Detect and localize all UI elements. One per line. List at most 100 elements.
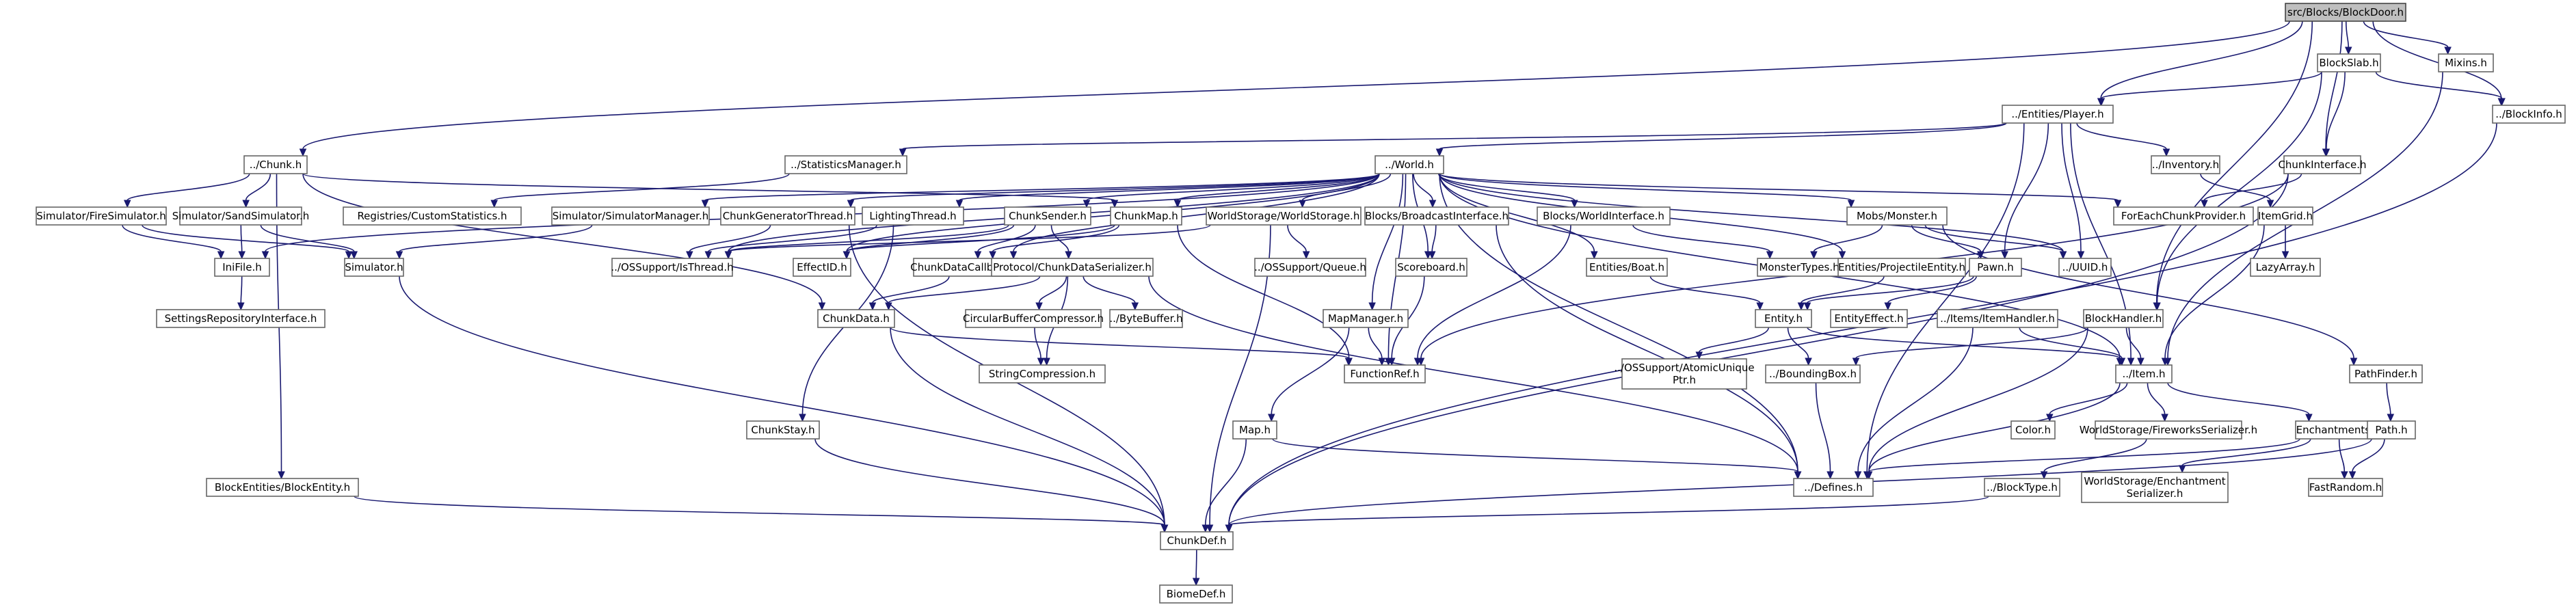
node-items-itemhandler-h[interactable]: ../Items/ItemHandler.h bbox=[1937, 309, 2058, 328]
edge-arrowhead bbox=[2040, 471, 2048, 480]
node-chunkstay-h[interactable]: ChunkStay.h bbox=[746, 420, 820, 440]
node-blockhandler-h[interactable]: BlockHandler.h bbox=[2083, 309, 2164, 328]
node-chunkmap-h[interactable]: ChunkMap.h bbox=[1110, 206, 1182, 226]
node-label: ../BoundingBox.h bbox=[1769, 368, 1857, 380]
edge-world-h-to-uuid-h bbox=[1439, 173, 2067, 260]
node-entities-boat-h[interactable]: Entities/Boat.h bbox=[1586, 258, 1668, 277]
node-mapmanager-h[interactable]: MapManager.h bbox=[1323, 309, 1409, 328]
edge-line bbox=[1924, 224, 2064, 252]
edge-chunk-h-to-simulator-sandsimulator-h bbox=[242, 173, 271, 208]
node-chunkdef-h[interactable]: ChunkDef.h bbox=[1160, 531, 1234, 550]
edge-line bbox=[1439, 173, 1595, 252]
edge-line bbox=[354, 496, 1165, 526]
node-ossupport-isthread-h[interactable]: ../OSSupport/IsThread.h bbox=[611, 258, 734, 277]
node-stringcompression-h[interactable]: StringCompression.h bbox=[979, 364, 1106, 383]
node-chunksender-h[interactable]: ChunkSender.h bbox=[1004, 206, 1091, 226]
edge-arrowhead bbox=[1435, 148, 1444, 157]
node-functionref-h[interactable]: FunctionRef.h bbox=[1344, 364, 1426, 383]
edge-arrowhead bbox=[1378, 358, 1386, 366]
node-fastrandom-h[interactable]: FastRandom.h bbox=[2308, 478, 2383, 497]
node-box bbox=[343, 206, 522, 226]
edge-arrowhead bbox=[2305, 414, 2313, 422]
edge-item-h-to-color-h bbox=[2046, 382, 2128, 422]
node-blocks-broadcastinterface-h[interactable]: Blocks/BroadcastInterface.h bbox=[1364, 206, 1509, 226]
node-pathfinder-h[interactable]: PathFinder.h bbox=[2349, 364, 2423, 383]
edge-arrowhead bbox=[2114, 200, 2122, 208]
node-blockinfo-h[interactable]: ../BlockInfo.h bbox=[2492, 105, 2566, 124]
node-chunkinterface-h[interactable]: ChunkInterface.h bbox=[2278, 155, 2367, 174]
node-circularbuffercompressor-h[interactable]: CircularBufferCompressor.h bbox=[963, 309, 1104, 328]
node-defines-h[interactable]: ../Defines.h bbox=[1793, 478, 1874, 497]
node-worldstorage-worldstorage-h[interactable]: WorldStorage/WorldStorage.h bbox=[1206, 206, 1362, 226]
node-monstertypes-h[interactable]: MonsterTypes.h bbox=[1757, 258, 1842, 277]
edge-chunkdef-h-to-biomedef-h bbox=[1192, 549, 1200, 586]
node-lazyarray-h[interactable]: LazyArray.h bbox=[2250, 258, 2321, 277]
node-scoreboard-h[interactable]: Scoreboard.h bbox=[1395, 258, 1468, 277]
node-effectid-h[interactable]: EffectID.h bbox=[793, 258, 851, 277]
node-label: ../StatisticsManager.h bbox=[791, 159, 901, 171]
node-label: Registries/CustomStatistics.h bbox=[357, 210, 507, 222]
node-pawn-h[interactable]: Pawn.h bbox=[1969, 258, 2022, 277]
edge-line bbox=[1649, 275, 1761, 304]
edge-line bbox=[493, 173, 790, 201]
node-worldstorage-fireworksserializer-h[interactable]: WorldStorage/FireworksSerializer.h bbox=[2080, 420, 2257, 440]
node-color-h[interactable]: Color.h bbox=[2010, 420, 2056, 440]
node-protocol-chunkdataserializer-h[interactable]: Protocol/ChunkDataSerializer.h bbox=[991, 258, 1154, 277]
node-blockslab-h[interactable]: BlockSlab.h bbox=[2317, 53, 2381, 72]
node-mixins-h[interactable]: Mixins.h bbox=[2438, 53, 2494, 72]
node-simulator-h[interactable]: Simulator.h bbox=[344, 258, 404, 277]
edge-line bbox=[2203, 173, 2302, 201]
node-entities-player-h[interactable]: ../Entities/Player.h bbox=[2002, 105, 2114, 124]
node-src-blocks-blockdoor-h[interactable]: src/Blocks/BlockDoor.h bbox=[2285, 3, 2406, 22]
node-settingsrepositoryinterface-h[interactable]: SettingsRepositoryInterface.h bbox=[156, 309, 326, 328]
node-lightingthread-h[interactable]: LightingThread.h bbox=[862, 206, 964, 226]
edge-line bbox=[1272, 438, 1798, 472]
node-chunkgeneratorthread-h[interactable]: ChunkGeneratorThread.h bbox=[720, 206, 855, 226]
node-mobs-monster-h[interactable]: Mobs/Monster.h bbox=[1846, 206, 1948, 226]
node-ossupport-queue-h[interactable]: ../OSSupport/Queue.h bbox=[1254, 258, 1366, 277]
edge-line bbox=[245, 173, 271, 201]
node-box bbox=[979, 364, 1106, 383]
edge-line bbox=[127, 173, 250, 201]
node-foreachchunkprovider-h[interactable]: ForEachChunkProvider.h bbox=[2113, 206, 2254, 226]
node-label: ChunkMap.h bbox=[1114, 210, 1178, 222]
node-entities-projectileentity-h[interactable]: Entities/ProjectileEntity.h bbox=[1837, 258, 1966, 277]
node-bytebuffer-h[interactable]: ../ByteBuffer.h bbox=[1109, 309, 1183, 328]
node-path-h[interactable]: Path.h bbox=[2367, 420, 2416, 440]
node-statisticsmanager-h[interactable]: ../StatisticsManager.h bbox=[784, 155, 907, 174]
node-label: ChunkDef.h bbox=[1167, 535, 1227, 547]
edge-line bbox=[1815, 382, 1831, 472]
node-biomedef-h[interactable]: BiomeDef.h bbox=[1159, 584, 1233, 604]
node-blocktype-h[interactable]: ../BlockType.h bbox=[1984, 478, 2060, 497]
node-entity-h[interactable]: Entity.h bbox=[1755, 309, 1812, 328]
node-map-h[interactable]: Map.h bbox=[1232, 420, 1277, 440]
node-item-h[interactable]: ../Item.h bbox=[2115, 364, 2173, 383]
node-simulator-simulatormanager-h[interactable]: Simulator/SimulatorManager.h bbox=[551, 206, 710, 226]
edge-arrowhead bbox=[2161, 358, 2169, 366]
node-inventory-h[interactable]: ../Inventory.h bbox=[2151, 155, 2220, 174]
node-blockentities-blockentity-h[interactable]: BlockEntities/BlockEntity.h bbox=[206, 478, 359, 497]
node-registries-customstatistics-h[interactable]: Registries/CustomStatistics.h bbox=[343, 206, 522, 226]
edge-chunksender-h-to-protocol-chunkdataserializer-h bbox=[1050, 224, 1072, 260]
node-boundingbox-h[interactable]: ../BoundingBox.h bbox=[1765, 364, 1861, 383]
node-label: Mobs/Monster.h bbox=[1857, 210, 1937, 222]
node-simulator-sandsimulator-h[interactable]: Simulator/SandSimulator.h bbox=[172, 206, 309, 226]
edge-line bbox=[1431, 224, 1437, 252]
edge-line bbox=[2375, 71, 2503, 99]
node-itemgrid-h[interactable]: ItemGrid.h bbox=[2257, 206, 2313, 226]
edge-arrowhead bbox=[1413, 358, 1422, 366]
node-entityeffect-h[interactable]: EntityEffect.h bbox=[1830, 309, 1908, 328]
node-simulator-firesimulator-h[interactable]: Simulator/FireSimulator.h bbox=[36, 206, 167, 226]
node-world-h[interactable]: ../World.h bbox=[1375, 155, 1444, 174]
node-chunk-h[interactable]: ../Chunk.h bbox=[243, 155, 308, 174]
node-chunkdata-h[interactable]: ChunkData.h bbox=[817, 309, 895, 328]
node-blocks-worldinterface-h[interactable]: Blocks/WorldInterface.h bbox=[1537, 206, 1671, 226]
node-uuid-h[interactable]: ../UUID.h bbox=[2058, 258, 2112, 277]
node-inifile-h[interactable]: IniFile.h bbox=[214, 258, 270, 277]
edge-line bbox=[399, 224, 593, 252]
node-label: EntityEffect.h bbox=[1834, 312, 1903, 325]
edge-line bbox=[704, 173, 1380, 201]
